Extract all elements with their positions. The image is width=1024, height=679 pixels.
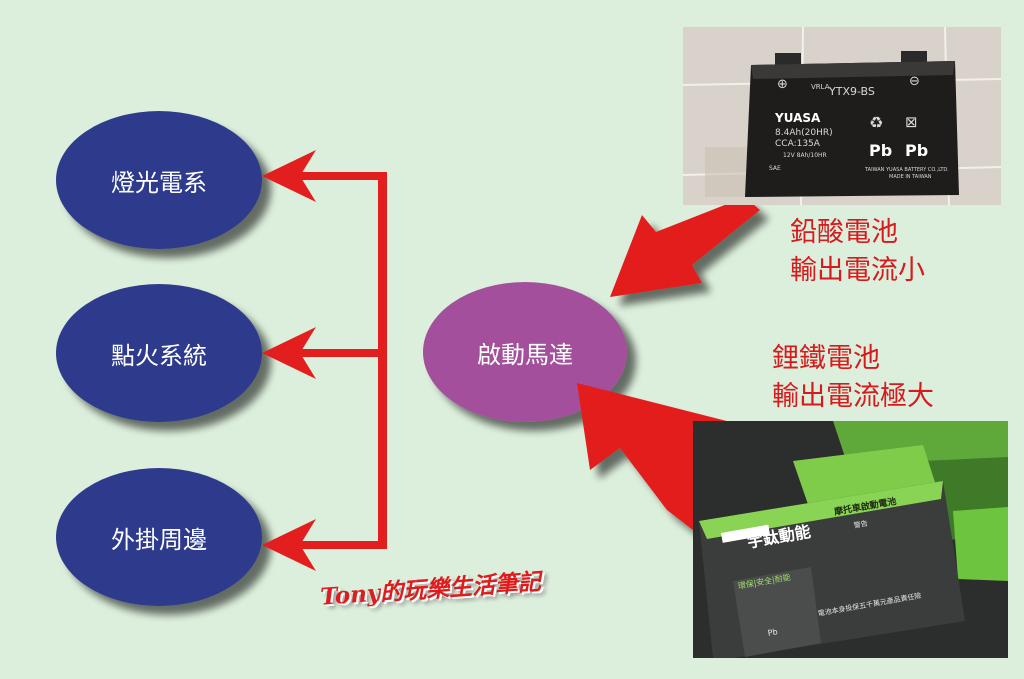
arrow-lead-acid xyxy=(610,197,760,297)
node-accessories-shape xyxy=(56,468,262,606)
lead-acid-pb-1: Pb xyxy=(869,141,893,160)
lead-acid-line1: 鉛酸電池 xyxy=(790,217,898,248)
lead-acid-capacity: 8.4Ah(20HR) xyxy=(775,128,833,138)
lithium-title: 摩托車啟動電池 xyxy=(833,497,898,518)
arrowhead-accessories xyxy=(262,519,316,571)
lithium-line2: 輸出電流極大 xyxy=(772,381,934,412)
lead-acid-line2: 輸出電流小 xyxy=(790,255,925,286)
lead-acid-annotation: 鉛酸電池 輸出電流小 xyxy=(790,214,925,290)
lithium-guarantee: 電池本身投保五千萬元產品責任險 xyxy=(817,591,922,618)
node-ignition-shape xyxy=(56,284,262,422)
lead-acid-minus-icon: ⊖ xyxy=(909,74,920,89)
recycle-icon: ♻ xyxy=(869,113,884,132)
lithium-brand: 宇鈦動能 xyxy=(745,521,813,552)
lead-acid-model: YTX9-BS xyxy=(829,85,875,98)
lead-acid-pb-2: Pb xyxy=(905,141,929,160)
no-trash-icon: ⊠ xyxy=(905,113,918,131)
lead-acid-cca: CCA:135A xyxy=(775,139,820,149)
node-lighting-shape xyxy=(56,111,262,249)
lead-acid-brand: YUASA xyxy=(775,111,821,125)
lead-acid-maker: TAIWAN YUASA BATTERY CO.,LTD. xyxy=(865,167,949,173)
lead-acid-sae: SAE xyxy=(769,165,781,172)
lithium-warning: 警告 xyxy=(853,519,869,530)
lithium-line1: 鋰鐵電池 xyxy=(772,343,880,374)
lithium-battery-photo: 宇鈦動能 摩托車啟動電池 警告 環保|安全|耐能 Pb 電池本身投保五千萬元產品… xyxy=(693,421,1008,658)
lithium-tags: 環保|安全|耐能 xyxy=(737,572,792,591)
lead-acid-made-in: MADE IN TAIWAN xyxy=(889,174,932,180)
lithium-pb: Pb xyxy=(767,627,779,638)
arrow-lithium xyxy=(577,383,762,530)
arrowhead-lighting xyxy=(262,150,316,202)
arrowhead-ignition xyxy=(262,327,316,379)
lead-acid-vrla: VRLA xyxy=(811,83,830,91)
lead-acid-plus-icon: ⊕ xyxy=(777,77,788,92)
node-starter-shape xyxy=(423,282,627,422)
lithium-annotation: 鋰鐵電池 輸出電流極大 xyxy=(772,340,934,416)
red-connector xyxy=(262,150,387,571)
lead-acid-battery-photo: ⊕ ⊖ VRLA YTX9-BS YUASA 8.4Ah(20HR) CCA:1… xyxy=(683,27,1001,205)
lead-acid-rating: 12V 8Ah/10HR xyxy=(783,152,827,159)
